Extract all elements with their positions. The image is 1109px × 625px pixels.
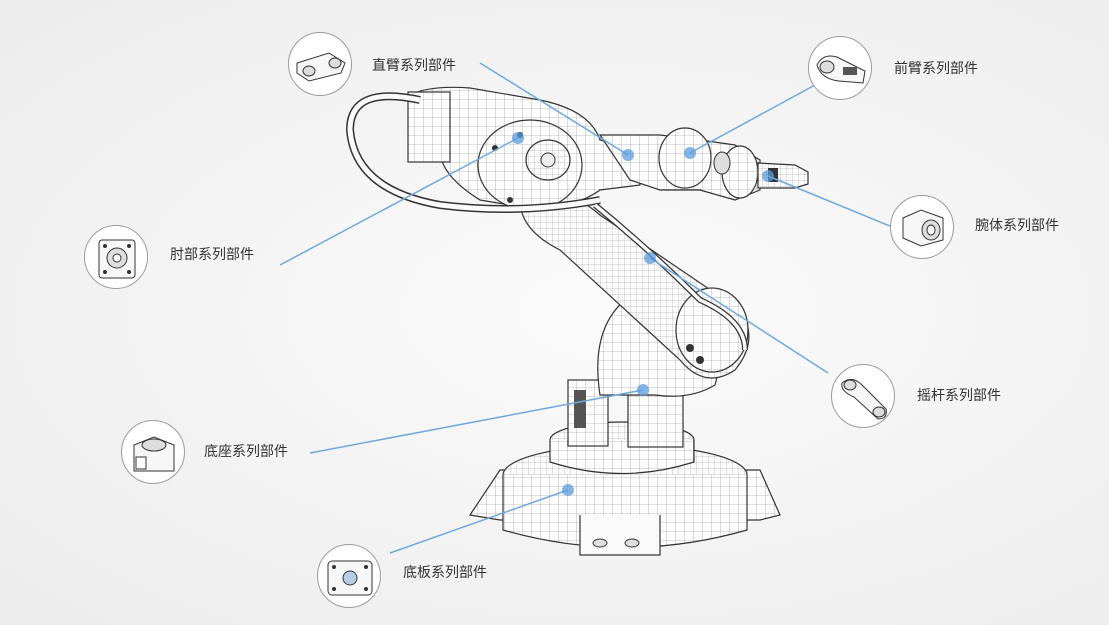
elbow-thumbnail[interactable] <box>84 225 148 289</box>
leader-line-base-plate <box>389 489 569 554</box>
hotspot-elbow[interactable] <box>512 132 524 144</box>
elbow-label[interactable]: 肘部系列部件 <box>170 247 254 263</box>
forearm-shape <box>598 127 761 201</box>
base-plate-part-icon <box>327 560 373 596</box>
base-seat-label[interactable]: 底座系列部件 <box>204 444 288 460</box>
wrist-thumbnail[interactable] <box>890 195 954 259</box>
forearm-part-icon <box>816 55 866 84</box>
base-seat-part-icon <box>133 436 175 472</box>
straight-arm-part-icon <box>296 52 346 82</box>
leader-line-forearm <box>689 84 816 154</box>
wrist-label[interactable]: 腕体系列部件 <box>975 218 1059 234</box>
base-seat-thumbnail[interactable] <box>121 420 185 484</box>
straight-arm-thumbnail[interactable] <box>288 32 352 96</box>
base-plate-thumbnail[interactable] <box>317 544 381 608</box>
leader-line-rocker <box>649 257 829 374</box>
leader-line-straight-arm <box>479 62 629 156</box>
hotspot-base-plate[interactable] <box>562 484 574 496</box>
wrist-part-icon <box>902 209 944 247</box>
rocker-part-icon <box>841 379 887 420</box>
elbow-shape <box>407 86 641 211</box>
hotspot-straight-arm[interactable] <box>622 149 634 161</box>
hotspot-base-seat[interactable] <box>637 384 649 396</box>
base-plate-label[interactable]: 底板系列部件 <box>403 565 487 581</box>
rocker-thumbnail[interactable] <box>831 364 895 428</box>
hotspot-forearm[interactable] <box>684 147 696 159</box>
rocker-shape <box>519 192 750 397</box>
straight-arm-label[interactable]: 直臂系列部件 <box>372 58 456 74</box>
hotspot-wrist[interactable] <box>762 170 774 182</box>
base-seat-shape <box>549 379 695 475</box>
leader-line-elbow <box>279 137 519 266</box>
forearm-thumbnail[interactable] <box>808 36 872 100</box>
leader-line-wrist <box>767 175 891 227</box>
forearm-label[interactable]: 前臂系列部件 <box>894 61 978 77</box>
hotspot-rocker[interactable] <box>644 252 656 264</box>
elbow-part-icon <box>98 239 136 279</box>
leader-line-base-seat <box>309 389 644 454</box>
rocker-label[interactable]: 摇杆系列部件 <box>917 388 1001 404</box>
